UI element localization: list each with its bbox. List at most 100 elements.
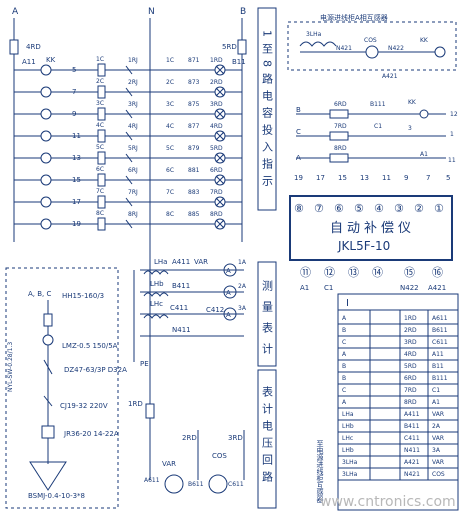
- ctrl-blabel-0: A1: [300, 284, 309, 292]
- label-a11: A11: [22, 58, 36, 66]
- meter-3a: 3A: [238, 305, 247, 312]
- row-6-c: 6C: [166, 167, 174, 174]
- row-2-code: 873: [188, 79, 200, 86]
- term-v-4: B11: [432, 363, 444, 370]
- row-5-relay-rj: 5RJ: [128, 145, 138, 152]
- left-bsmj: BSMJ-0.4-10-3*8: [28, 492, 85, 500]
- feed-t12: 12: [450, 111, 458, 118]
- row-6: 15 6C 6RJ 6C 881 6RD: [14, 166, 242, 187]
- row-8-code: 885: [188, 211, 200, 218]
- ctrl-pin-0: 19: [294, 174, 303, 182]
- volt-var: VAR: [162, 460, 176, 468]
- ctrl-circle-0: ⑧: [294, 202, 304, 215]
- ct-n421: N421: [336, 45, 352, 52]
- term-v-13: COS: [432, 471, 445, 478]
- row-1-relay-c: 1C: [96, 56, 104, 63]
- row-8-lamp: 19: [72, 220, 81, 228]
- row-4-relay-rj: 4RJ: [128, 123, 138, 130]
- left-lmz: LMZ-0.5 150/5A: [62, 342, 118, 350]
- row-5: 13 5C 5RJ 5C 879 5RD: [14, 144, 242, 165]
- volt-b611: B611: [188, 481, 204, 488]
- row-5-relay-c: 5C: [96, 144, 104, 151]
- meter-pe: PE: [140, 360, 149, 368]
- left-nyl: NYL-SW-0.28/1.3: [7, 342, 14, 392]
- feed-n3: 3: [408, 125, 412, 132]
- feed-c: C: [296, 128, 301, 136]
- row-7-lamp: 17: [72, 198, 81, 206]
- ct-a421: A421: [382, 73, 398, 80]
- feed-kk: KK: [408, 99, 417, 106]
- ctrl-pin-4: 11: [382, 174, 391, 182]
- controller-model: JKL5F-10: [337, 239, 390, 253]
- row-7-c: 7C: [166, 189, 174, 196]
- watermark: www.cntronics.com: [320, 494, 456, 510]
- ctrl-bcircle-0: ⑪: [300, 266, 311, 279]
- row-1-c: 1C: [166, 57, 174, 64]
- left-jr: JR36-20 14-22A: [63, 430, 119, 438]
- volt-rd1: 1RD: [128, 400, 143, 408]
- row-4-rd: 4RD: [210, 123, 223, 130]
- term-v-12: VAR: [432, 459, 444, 466]
- meter-b411: B411: [172, 282, 190, 290]
- terminal-header: I: [346, 298, 349, 309]
- meter-c412: C412: [206, 306, 224, 314]
- term-v-3: A11: [432, 351, 444, 358]
- ctrl-circle-1: ⑦: [314, 202, 324, 215]
- ct-n422: N422: [388, 45, 404, 52]
- ctrl-pin-7: 5: [446, 174, 450, 182]
- feed-a1: A1: [420, 151, 428, 158]
- meter-1a: 1A: [238, 259, 247, 266]
- ct-lh: 3LHa: [306, 31, 322, 38]
- row-2-rd: 2RD: [210, 79, 223, 86]
- row-1: 5 1C 1RJ 1C 871 1RD: [14, 56, 242, 77]
- meter-2a: 2A: [238, 283, 247, 290]
- row-7-code: 883: [188, 189, 200, 196]
- volt-c611: C611: [228, 481, 244, 488]
- ctrl-pin-6: 7: [426, 174, 430, 182]
- ctrl-pin-5: 9: [404, 174, 408, 182]
- term-l-12: 3LHa: [342, 459, 358, 466]
- row-1-relay-rj: 1RJ: [128, 57, 138, 64]
- term-l-4: B: [342, 363, 346, 370]
- ctrl-pin-2: 15: [338, 174, 347, 182]
- term-c-13: N421: [404, 471, 420, 478]
- row-7-relay-rj: 7RJ: [128, 189, 138, 196]
- row-3-c: 3C: [166, 101, 174, 108]
- term-c-6: 7RD: [404, 387, 417, 394]
- term-l-8: LHa: [342, 411, 354, 418]
- meter-lhc: LHc: [150, 300, 163, 308]
- fuse-4rd: [9, 39, 19, 55]
- row-8: 19 8C 8RJ 8C 885 8RD: [14, 210, 242, 231]
- ctrl-circle-3: ⑤: [354, 202, 364, 215]
- row-3-relay-rj: 3RJ: [128, 101, 138, 108]
- term-c-1: 2RD: [404, 327, 417, 334]
- feed-rd8: 8RD: [334, 145, 347, 152]
- ctrl-bcircle-5: ⑯: [432, 266, 443, 279]
- row-3-code: 875: [188, 101, 200, 108]
- ctrl-circle-4: ④: [374, 202, 384, 215]
- term-l-7: A: [342, 399, 347, 406]
- controller-title: 自动补偿仪: [330, 221, 415, 236]
- bus-label-b: B: [240, 7, 246, 17]
- term-v-5: B111: [432, 375, 448, 382]
- ctrl-bcircle-1: ⑫: [324, 266, 335, 279]
- term-l-13: 3LHa: [342, 471, 358, 478]
- ctrl-circle-2: ⑥: [334, 202, 344, 215]
- ctrl-blabel-5: A421: [428, 284, 446, 292]
- term-c-5: 6RD: [404, 375, 417, 382]
- term-v-6: C1: [432, 387, 440, 394]
- feed-rd6: 6RD: [334, 101, 347, 108]
- meter-var: VAR: [194, 258, 208, 266]
- row-3-lamp: 9: [72, 110, 76, 118]
- ctrl-circle-5: ③: [394, 202, 404, 215]
- left-dash-box: [5, 267, 119, 509]
- row-2-c: 2C: [166, 79, 174, 86]
- bus-label-n: N: [148, 7, 155, 17]
- row-8-relay-c: 8C: [96, 210, 104, 217]
- row-4-relay-c: 4C: [96, 122, 104, 129]
- ctrl-pin-3: 13: [360, 174, 369, 182]
- ctrl-blabel-4: N422: [400, 284, 419, 292]
- row-7-rd: 7RD: [210, 189, 223, 196]
- term-c-10: C411: [404, 435, 420, 442]
